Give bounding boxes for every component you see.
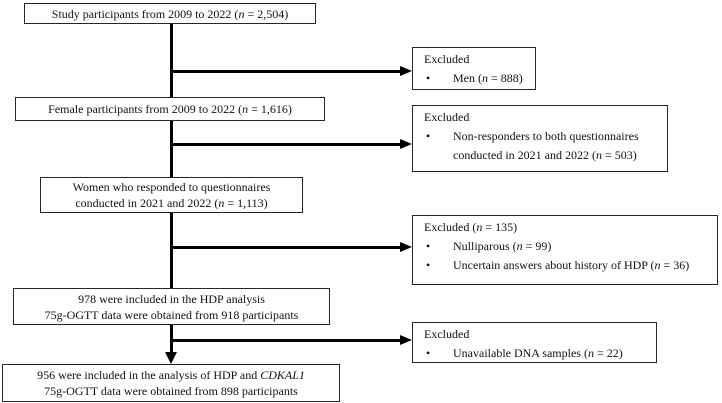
box-female-participants: Female participants from 2009 to 2022 (n… — [15, 97, 325, 121]
box-text-line: Women who responded to questionnaires — [72, 180, 271, 194]
bullet-text: Uncertain answers about history of HDP (… — [453, 258, 690, 272]
box-text-line: Female participants from 2009 to 2022 (n… — [48, 102, 292, 116]
bullet-text: Nulliparous (n = 99) — [453, 239, 552, 253]
box-excluded-n135: Excluded (n = 135) • Nulliparous (n = 99… — [412, 215, 718, 285]
box-study-participants: Study participants from 2009 to 2022 (n … — [24, 3, 316, 24]
flow-line-branch-1 — [171, 70, 401, 73]
box-excluded-non-responders: Excluded • Non-responders to both questi… — [412, 105, 668, 172]
box-text-line: 75g-OGTT data were obtained from 918 par… — [44, 307, 299, 322]
bullet-text: Men (n = 888) — [453, 71, 523, 85]
excluded-bullet-item: • Uncertain answers about history of HDP… — [424, 256, 710, 275]
bullet-marker: • — [426, 346, 431, 360]
excluded-bullet-item: • Unavailable DNA samples (n = 22) — [424, 344, 649, 363]
bullet-text: Unavailable DNA samples (n = 22) — [453, 346, 623, 360]
flow-line-vertical-2 — [170, 121, 173, 177]
excluded-header: Excluded — [424, 52, 470, 66]
box-text-line: 956 were included in the analysis of HDP… — [37, 368, 305, 382]
flow-line-branch-4 — [171, 339, 401, 342]
bullet-marker: • — [426, 258, 431, 272]
box-text-line: conducted in 2021 and 2022 (n = 1,113) — [75, 196, 268, 210]
excluded-bullet-item: • Men (n = 888) — [424, 69, 528, 88]
right-arrowhead-icon-4 — [400, 335, 412, 345]
down-arrowhead-icon — [165, 352, 177, 364]
box-text-line: 978 were included in the HDP analysis — [78, 291, 265, 306]
box-hdp-analysis: 978 were included in the HDP analysis 75… — [13, 288, 330, 325]
excluded-header: Excluded — [424, 327, 470, 341]
flow-line-vertical-1 — [170, 23, 173, 98]
right-arrowhead-icon-2 — [400, 139, 412, 149]
excluded-header: Excluded — [424, 110, 470, 124]
flow-line-branch-3 — [171, 246, 401, 249]
bullet-marker: • — [426, 239, 431, 253]
bullet-marker: • — [426, 71, 431, 85]
flow-line-branch-2 — [171, 143, 401, 146]
excluded-header: Excluded (n = 135) — [424, 220, 518, 234]
right-arrowhead-icon-1 — [400, 66, 412, 76]
excluded-bullet-item: • Nulliparous (n = 99) — [424, 237, 710, 256]
box-hdp-cdkal1-analysis: 956 were included in the analysis of HDP… — [2, 364, 340, 402]
flow-line-vertical-3 — [170, 213, 173, 288]
box-text-line: 75g-OGTT data were obtained from 898 par… — [44, 384, 298, 398]
right-arrowhead-icon-3 — [400, 242, 412, 252]
bullet-marker: • — [426, 129, 431, 143]
box-text-line: Study participants from 2009 to 2022 (n … — [51, 6, 289, 21]
box-excluded-men: Excluded • Men (n = 888) — [412, 47, 536, 90]
box-excluded-dna: Excluded • Unavailable DNA samples (n = … — [412, 322, 657, 363]
box-women-responded: Women who responded to questionnaires co… — [40, 177, 303, 213]
